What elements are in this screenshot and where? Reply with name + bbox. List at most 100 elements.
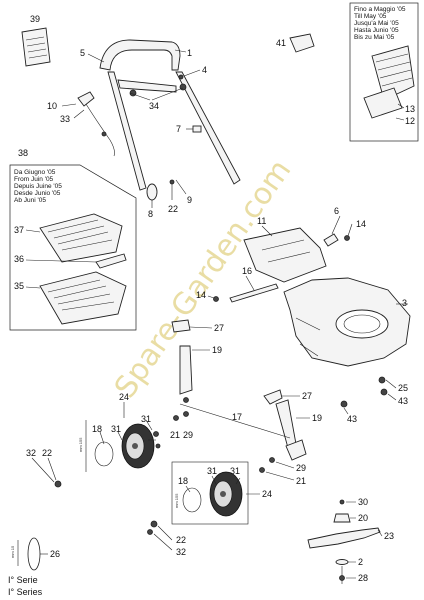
callout-18-front: 18 — [92, 424, 102, 434]
callout-39: 39 — [30, 14, 40, 24]
callout-36: 36 — [14, 254, 24, 264]
callout-24-front: 24 — [119, 392, 129, 402]
callout-35: 35 — [14, 281, 24, 291]
plate-27-top — [171, 319, 191, 333]
callout-22-left: 22 — [42, 448, 52, 458]
bracket-19-front — [179, 345, 193, 403]
rear-rod-16 — [213, 283, 279, 303]
callout-29-front: 29 — [183, 430, 193, 440]
axle-17 — [179, 403, 291, 439]
bolt-22 — [169, 179, 175, 185]
knob-8 — [146, 183, 158, 201]
rear-cover-part — [243, 227, 327, 283]
box-left-line-2: From Juin '05 — [14, 176, 54, 183]
clip-7 — [192, 125, 202, 133]
callout-30: 30 — [358, 497, 368, 507]
box-top-right-line-3: Jusqu'a Mai '05 — [354, 20, 399, 27]
bolt-4 — [178, 74, 184, 80]
callout-6: 6 — [334, 206, 339, 216]
callout-43-right: 43 — [398, 396, 408, 406]
callout-10: 10 — [47, 101, 57, 111]
callout-31-front-a: 31 — [111, 424, 121, 434]
bracket-19-rear — [263, 389, 307, 461]
callout-22-top: 22 — [168, 204, 178, 214]
dim-rear-wheel: mm 155 — [174, 493, 179, 508]
callout-34: 34 — [149, 101, 159, 111]
callout-8: 8 — [148, 209, 153, 219]
washer-29-front — [183, 411, 189, 417]
callout-29-rear: 29 — [296, 463, 306, 473]
callout-14-top: 14 — [356, 219, 366, 229]
callout-3: 3 — [402, 298, 407, 308]
rear-wheel-part — [171, 461, 249, 525]
callout-27-rear: 27 — [302, 391, 312, 401]
callout-24-rear: 24 — [262, 489, 272, 499]
box-top-right-line-4: Hasta Junio '05 — [354, 27, 399, 34]
callout-25: 25 — [398, 383, 408, 393]
callout-33: 33 — [60, 114, 70, 124]
callout-13: 13 — [405, 104, 415, 114]
callout-37: 37 — [14, 225, 24, 235]
callout-32-left: 32 — [26, 448, 36, 458]
box-top-right: Fino a Maggio '05 Till May '05 Jusqu'a M… — [349, 2, 419, 142]
box-left-line-1: Da Giugno '05 — [14, 169, 56, 176]
watermark-text: Spare-Garden.com — [108, 153, 298, 404]
callout-28: 28 — [358, 573, 368, 583]
callout-18-rear: 18 — [178, 476, 188, 486]
dim-blade-bolt: mm 15 — [10, 545, 15, 558]
box-top-right-line-2: Till May '05 — [354, 13, 387, 20]
handle-part — [99, 39, 241, 191]
box-left: Da Giugno '05 From Juin '05 Depuis Juine… — [9, 164, 137, 331]
nut-43-right — [380, 388, 388, 396]
callout-31-rear-b: 31 — [230, 466, 240, 476]
callout-20: 20 — [358, 513, 368, 523]
nut-43-center — [340, 400, 348, 408]
series-label-1: I° Serie — [8, 575, 38, 585]
callout-27-top: 27 — [214, 323, 224, 333]
callout-26: 26 — [50, 549, 60, 559]
callout-21-rear: 21 — [296, 476, 306, 486]
callout-4: 4 — [202, 65, 207, 75]
dim-front-wheel: mm 155 — [78, 437, 83, 452]
rear-flap-41 — [289, 33, 315, 53]
callout-17: 17 — [232, 412, 242, 422]
bolt-21-rear — [259, 467, 265, 473]
washer-29-rear — [269, 457, 275, 463]
callout-1: 1 — [187, 48, 192, 58]
nut-22-bottom — [150, 520, 158, 528]
bolt-21-front — [173, 415, 179, 421]
callout-14-mid: 14 — [196, 290, 206, 300]
callout-21-front: 21 — [170, 430, 180, 440]
box-left-line-4: Desde Junio '05 — [14, 190, 61, 197]
callout-23: 23 — [384, 531, 394, 541]
callout-5: 5 — [80, 48, 85, 58]
callout-9: 9 — [187, 195, 192, 205]
manual-booklet-part — [21, 27, 51, 67]
callout-22-bottom: 22 — [176, 535, 186, 545]
series-label-2: I° Series — [8, 587, 43, 597]
callout-43-center: 43 — [347, 414, 357, 424]
brake-lever-part — [77, 91, 115, 157]
front-wheel-part — [94, 423, 161, 469]
callout-41: 41 — [276, 38, 286, 48]
callout-31-front-b: 31 — [141, 414, 151, 424]
callout-16: 16 — [242, 266, 252, 276]
box-top-right-line-1: Fino a Maggio '05 — [354, 6, 406, 13]
callout-7: 7 — [176, 124, 181, 134]
washer-32-bottom — [147, 529, 153, 535]
box-left-line-3: Depuis Juine '05 — [14, 183, 62, 190]
hinge-6 — [323, 233, 350, 247]
callout-19-rear: 19 — [312, 413, 322, 423]
callout-12: 12 — [405, 116, 415, 126]
mower-deck-part — [283, 277, 411, 367]
box-left-line-5: Ab Juni '05 — [14, 197, 46, 204]
callout-2: 2 — [358, 557, 363, 567]
callout-11: 11 — [257, 216, 266, 226]
callout-19-front: 19 — [212, 345, 222, 355]
blade-group-part — [307, 499, 381, 584]
callout-38: 38 — [18, 148, 28, 158]
nut-32-left — [54, 480, 62, 488]
callout-31-rear-a: 31 — [207, 466, 217, 476]
box-top-right-line-5: Bis zu Mai '05 — [354, 34, 395, 41]
